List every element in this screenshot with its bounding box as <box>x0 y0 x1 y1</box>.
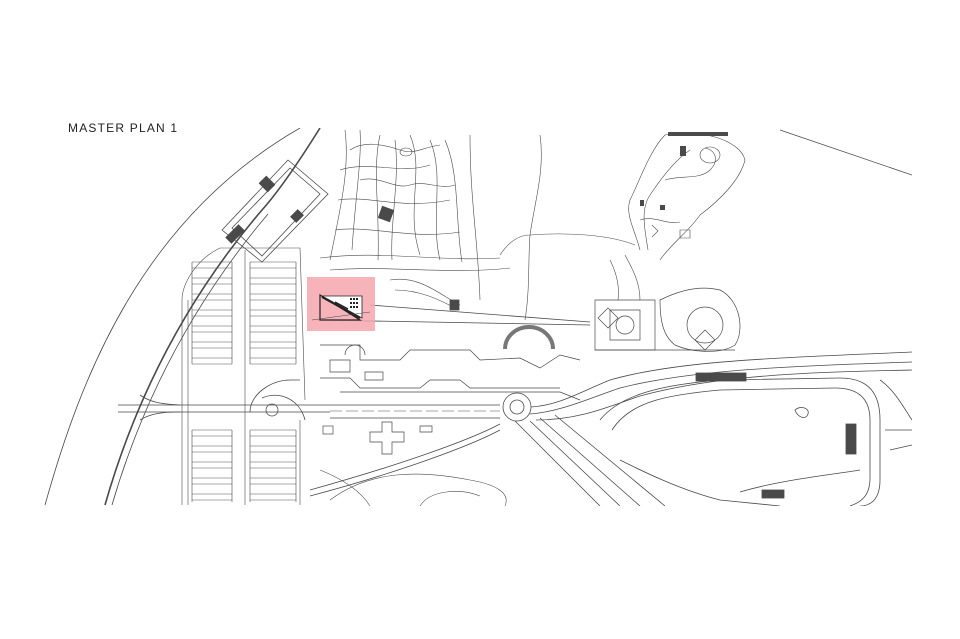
south-park-paths <box>319 469 507 506</box>
kiosk-building <box>449 299 460 311</box>
sports-field <box>221 159 329 263</box>
hill-cluster <box>609 132 746 301</box>
plan-title: MASTER PLAN 1 <box>68 121 179 135</box>
parking-lot <box>181 247 306 505</box>
park-paths <box>319 129 636 321</box>
west-road <box>118 379 330 421</box>
roundabout <box>502 351 912 422</box>
central-complex <box>320 325 581 455</box>
formal-garden <box>594 287 741 352</box>
coastline <box>44 128 321 506</box>
hill-buildings <box>640 132 728 210</box>
pavilion-building <box>377 205 395 223</box>
race-track <box>599 372 912 506</box>
south-boulevard <box>309 414 666 506</box>
boundary-line <box>779 129 912 176</box>
highlight-site <box>307 277 375 331</box>
